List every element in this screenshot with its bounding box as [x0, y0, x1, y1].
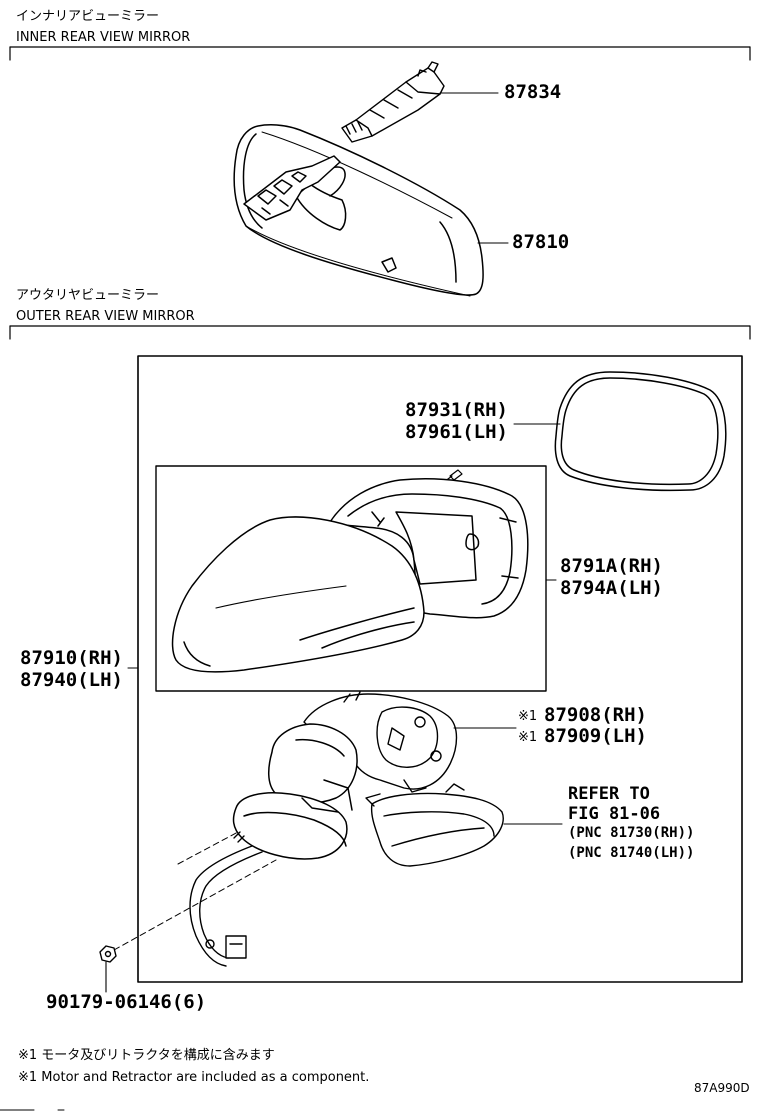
part-87940-label[interactable]: 87940(LH)	[20, 669, 123, 691]
part-8791A-label[interactable]: 8791A(RH)	[560, 555, 663, 577]
wire-harness-drawing	[189, 831, 263, 967]
assembly-dash-lines	[113, 831, 277, 951]
inner-title-en: INNER REAR VIEW MIRROR	[16, 30, 191, 45]
mirror-cover-8791A-drawing	[171, 478, 529, 673]
part-87908-label[interactable]: 87908(RH)	[544, 704, 647, 726]
bracket-87834-drawing	[341, 61, 445, 143]
part-8794A-label[interactable]: 8794A(LH)	[560, 577, 663, 599]
refer-fig-link[interactable]: FIG 81-06	[568, 804, 661, 824]
part-87834-label[interactable]: 87834	[504, 81, 562, 103]
footnote-jp: ※1 モータ及びリトラクタを構成に含みます	[18, 1048, 275, 1063]
part-87910-label[interactable]: 87910(RH)	[20, 647, 123, 669]
mirror-glass-87931-drawing	[513, 371, 727, 492]
turn-signal-lamp-drawing	[365, 783, 563, 867]
inner-section-rule	[9, 46, 751, 61]
inner-mirror-87810-drawing	[233, 124, 484, 297]
refer-to-label: REFER TO	[568, 784, 650, 804]
part-87961-label[interactable]: 87961(LH)	[405, 421, 508, 443]
part-87810-label[interactable]: 87810	[512, 231, 570, 253]
part-87931-label[interactable]: 87931(RH)	[405, 399, 508, 421]
cover-8791A-frame	[155, 465, 547, 692]
outer-section-rule	[9, 325, 751, 340]
diagram-code: 87A990D	[694, 1081, 750, 1095]
refer-pnc-lh: (PNC 81740(LH))	[568, 845, 695, 861]
inner-title-jp: インナリアビューミラー	[16, 9, 160, 24]
note-mark-87908: ※1	[518, 709, 538, 724]
part-87909-label[interactable]: 87909(LH)	[544, 725, 647, 747]
mirror-base-drawing	[232, 723, 358, 860]
assembly-87910-frame	[137, 355, 743, 983]
note-mark-87909: ※1	[518, 730, 538, 745]
footnote-en: ※1 Motor and Retractor are included as a…	[18, 1070, 370, 1085]
outer-title-jp: アウタリヤビューミラー	[16, 288, 160, 303]
outer-title-en: OUTER REAR VIEW MIRROR	[16, 309, 195, 324]
refer-pnc-rh: (PNC 81730(RH))	[568, 825, 695, 841]
part-90179-label[interactable]: 90179-06146(6)	[46, 991, 207, 1013]
inner-leaders	[439, 92, 509, 244]
nut-90179-drawing	[99, 945, 117, 993]
